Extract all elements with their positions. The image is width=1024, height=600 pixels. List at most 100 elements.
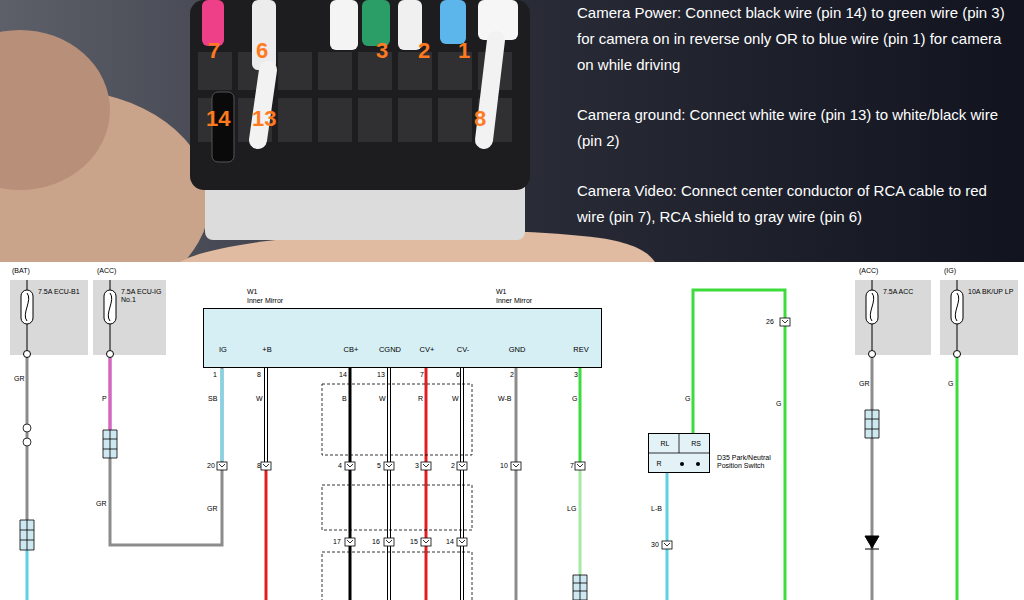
splice-point: [23, 424, 31, 432]
wire-connector: [575, 462, 585, 470]
pin-name: REV: [573, 345, 588, 354]
fuse-rating: 10A BK/UP LP: [968, 288, 1014, 296]
shield-outline: [322, 384, 472, 455]
pin-number: 7: [208, 40, 220, 62]
wire-label: 2: [451, 462, 455, 470]
diode-symbol: [865, 536, 879, 549]
wire-label: G: [948, 380, 953, 388]
wire-label: 20: [207, 462, 215, 470]
white-wire-outline: [387, 368, 391, 600]
diagram-background: [0, 262, 1024, 600]
wire-label: 4: [338, 462, 342, 470]
pin-number: 3: [376, 40, 388, 62]
wire-label: 16: [372, 538, 380, 546]
wire-label: P: [102, 395, 107, 403]
connector-cavity: [358, 98, 392, 142]
fuse-box: (ACC)7.5A ECU-IG No.1: [93, 280, 166, 355]
wire-connector: [457, 462, 467, 470]
fuse-symbol: [866, 280, 878, 358]
pin-name: CV+: [420, 345, 435, 354]
wire-label: 5: [377, 462, 381, 470]
white-wire: [388, 368, 390, 600]
wire-label: LG: [567, 505, 576, 513]
wire-label: GR: [96, 500, 107, 508]
wire-connector: [345, 538, 355, 546]
white-wire-outline: [264, 368, 268, 466]
junction-connector: [103, 430, 117, 458]
wire-label: 6: [456, 371, 460, 379]
fuse-rating: 7.5A ECU-IG No.1: [121, 288, 163, 304]
pin-name: +B: [262, 345, 271, 354]
wire-label: G: [572, 395, 577, 403]
pin-number: 6: [256, 40, 268, 62]
instruction-note: Camera Power: Connect black wire (pin 14…: [577, 0, 1017, 78]
switch-contact: [696, 462, 700, 466]
fuse-source: (ACC): [97, 267, 116, 275]
pin-number: 14: [206, 108, 230, 130]
wire-label: 13: [377, 371, 385, 379]
gray-wire: [252, 0, 276, 70]
connector-cavity: [318, 98, 352, 142]
wire-label: 15: [410, 538, 418, 546]
pin-number: 13: [252, 108, 276, 130]
wire-label: 10: [500, 462, 508, 470]
wire-label: GR: [859, 380, 870, 388]
wire-label: GR: [14, 375, 25, 383]
fuse-rating: 7.5A ECU-B1: [38, 288, 84, 296]
white-wire: [330, 0, 358, 50]
pin-name: CV-: [457, 345, 470, 354]
junction-connector: [20, 520, 34, 550]
fuse-source: (IG): [944, 267, 956, 275]
pin-number: 1: [458, 40, 470, 62]
wire-label: W: [452, 395, 459, 403]
fuse-box: (IG)10A BK/UP LP: [940, 280, 1018, 355]
wire-connector: [217, 462, 227, 470]
fuse-symbol: [104, 280, 116, 358]
component-box: W1Inner MirrorW1Inner MirrorIG+BCB+CGNDC…: [203, 308, 602, 368]
pin-number: 8: [474, 108, 486, 130]
splice-point: [23, 438, 31, 446]
blue-wire: [440, 0, 466, 44]
wire-label: R: [418, 395, 423, 403]
wire-label: 2: [510, 371, 514, 379]
wire-label: SB: [208, 395, 217, 403]
switch-box: RLRSRD35 Park/Neutral Position Switch: [648, 433, 710, 473]
connector-cavity: [278, 52, 312, 90]
white-wire: [461, 368, 463, 600]
pin-number: 2: [418, 40, 430, 62]
fuse-rating: 7.5A ACC: [883, 288, 927, 296]
white-wire-outline: [460, 368, 464, 600]
wire-label: GR: [207, 505, 218, 513]
terminal-name: RS: [691, 440, 701, 448]
pin-name: CGND: [379, 345, 401, 354]
pin-name: GND: [509, 345, 526, 354]
green-wire: [579, 368, 582, 466]
blue-wire: [666, 473, 669, 600]
wire-label: G: [685, 395, 690, 403]
switch-cell-lines: [649, 434, 709, 453]
pin-name: CB+: [344, 345, 359, 354]
terminal-name: RL: [661, 440, 670, 448]
junction-connector: [573, 575, 587, 600]
switch-contact: [680, 462, 684, 466]
red-wire: [425, 368, 428, 600]
wire-label: 7: [570, 462, 574, 470]
wire-label: 26: [766, 318, 774, 326]
pink-wire: [109, 358, 112, 430]
white-wire: [265, 368, 267, 466]
wire-connector: [261, 462, 271, 470]
wire-connector: [421, 462, 431, 470]
connector-cavity: [318, 52, 352, 90]
fuse-box: (BAT)7.5A ECU-B1: [10, 280, 88, 355]
gray-wire: [26, 356, 29, 520]
connector-cavity: [398, 98, 432, 142]
hand: [0, 30, 110, 190]
component-name: D35 Park/Neutral Position Switch: [717, 454, 777, 470]
shield-outline: [322, 485, 472, 530]
connector-cavity: [438, 98, 472, 142]
connector-cavity: [278, 98, 312, 142]
wire-label: W: [256, 395, 263, 403]
wire-connector: [345, 462, 355, 470]
fuse-source: (ACC): [859, 267, 878, 275]
